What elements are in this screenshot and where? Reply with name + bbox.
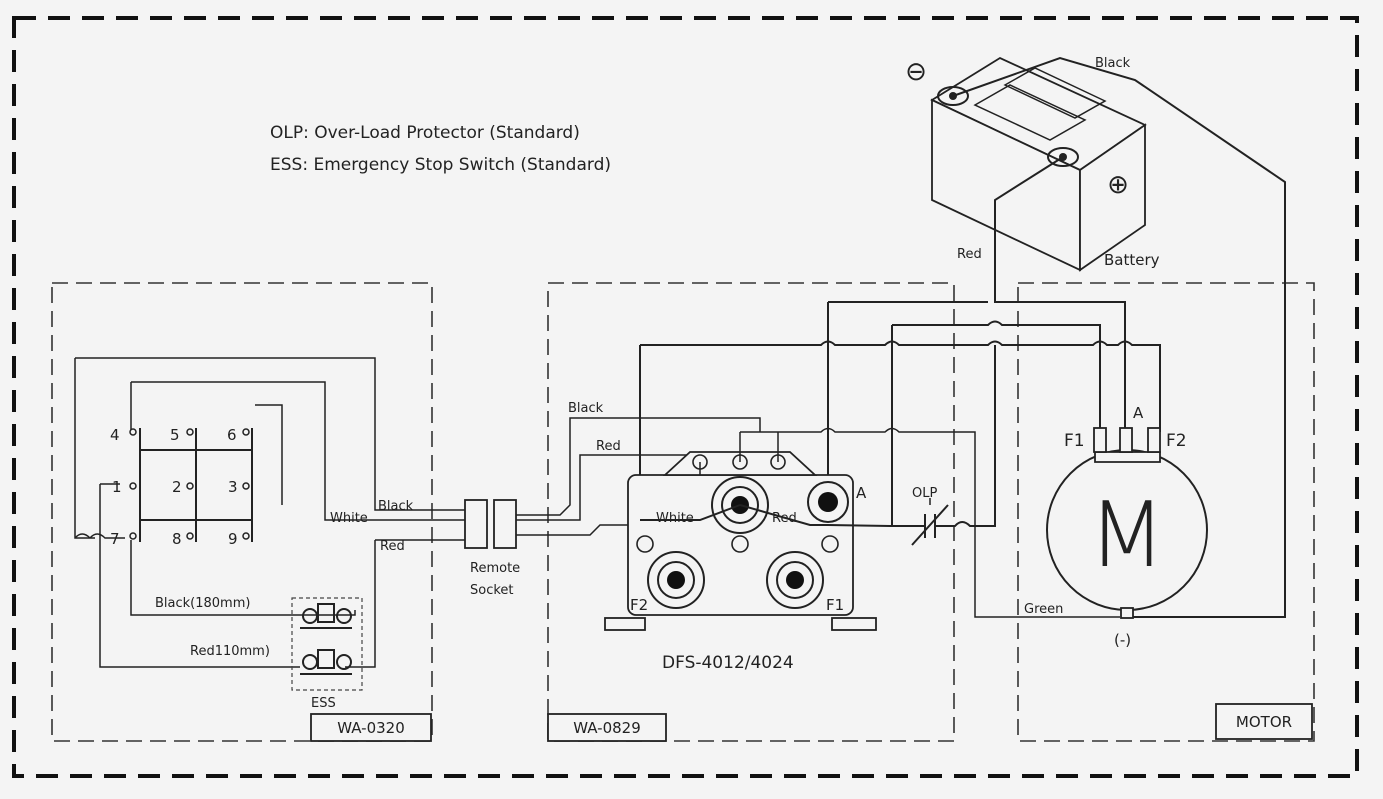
switch-red-length-label: Red110mm) (190, 644, 270, 659)
switch-red-wire-label: Red (380, 539, 405, 554)
remote-socket-label-2: Socket (470, 583, 514, 598)
solenoid-black-wire-label: Black (568, 401, 604, 416)
solenoid-white-wire-label: White (656, 511, 694, 526)
switch-black-wire-label: Black (378, 499, 414, 514)
solenoid-terminal-f2: F2 (630, 596, 648, 614)
motor-module-label: MOTOR (1236, 713, 1292, 731)
switch-black-length-label: Black(180mm) (155, 596, 250, 611)
motor-terminal-a: A (1133, 404, 1144, 422)
solenoid-red-wire-label: Red (596, 439, 621, 454)
legend-ess: ESS: Emergency Stop Switch (Standard) (270, 155, 611, 175)
motor (1046, 427, 1208, 619)
motor-module-tag (1215, 703, 1313, 740)
solenoid-module-box (547, 282, 955, 742)
battery-positive-icon: ⊕ (1107, 170, 1129, 200)
solenoid-terminal-f1: F1 (826, 596, 844, 614)
solenoid-module-tag (547, 713, 667, 742)
switch-terminal-4: 4 (110, 426, 120, 444)
overload-protector (905, 345, 996, 546)
motor-letter: M (1088, 483, 1166, 588)
ess-label: ESS (311, 696, 336, 711)
solenoid-module-label: WA-0829 (573, 719, 641, 737)
switch-terminal-7: 7 (110, 530, 120, 548)
switch-box (74, 357, 440, 668)
motor-module-box (1017, 282, 1315, 742)
switch-terminal-5: 5 (170, 426, 180, 444)
switch-module-label: WA-0320 (337, 719, 405, 737)
motor-negative-label: (-) (1114, 631, 1131, 649)
emergency-stop-switch (291, 597, 363, 691)
solenoid-red2-wire-label: Red (772, 511, 797, 526)
legend-olp: OLP: Over-Load Protector (Standard) (270, 123, 580, 143)
olp-label: OLP (912, 486, 937, 501)
motor-green-wire-label: Green (1024, 602, 1063, 617)
switch-terminal-8: 8 (172, 530, 182, 548)
battery (930, 56, 1147, 272)
remote-socket (440, 417, 761, 549)
switch-terminal-2: 2 (172, 478, 182, 496)
switch-module-box (51, 282, 433, 742)
solenoid-unit (604, 432, 905, 631)
motor-terminal-f2: F2 (1166, 431, 1187, 451)
switch-white-wire-label: White (330, 511, 368, 526)
switch-module-tag (310, 713, 432, 742)
motor-terminal-f1: F1 (1064, 431, 1085, 451)
switch-terminal-6: 6 (227, 426, 237, 444)
outer-frame (12, 16, 1359, 778)
solenoid-terminal-a: A (856, 484, 867, 502)
battery-negative-wire (952, 56, 1286, 618)
battery-black-wire-label: Black (1095, 56, 1131, 71)
solenoid-model-label: DFS-4012/4024 (662, 653, 794, 673)
remote-socket-label-1: Remote (470, 561, 520, 576)
battery-negative-icon: ⊖ (905, 57, 927, 87)
battery-label: Battery (1104, 251, 1160, 269)
switch-terminal-9: 9 (228, 530, 238, 548)
battery-positive-wire (994, 156, 1064, 290)
switch-terminal-3: 3 (228, 478, 238, 496)
switch-terminal-1: 1 (112, 478, 122, 496)
battery-red-wire-label: Red (957, 247, 982, 262)
